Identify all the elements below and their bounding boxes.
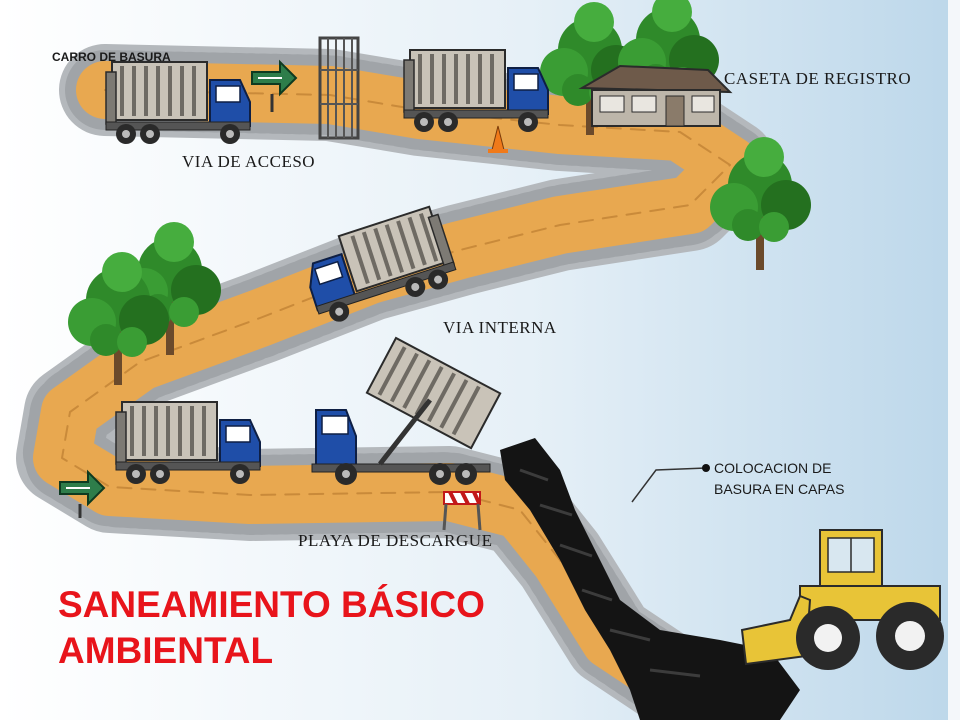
page-title: SANEAMIENTO BÁSICO AMBIENTAL [58, 582, 485, 674]
label-colocacion-line1: COLOCACION DE [714, 460, 832, 476]
garbage-layer-lines [519, 468, 701, 678]
gate-icon [318, 36, 360, 140]
garbage-slope [500, 438, 800, 720]
title-line1: SANEAMIENTO BÁSICO [58, 584, 485, 625]
bulldozer-icon [740, 529, 944, 670]
truck-icon [311, 336, 502, 485]
label-carro-de-basura: CARRO DE BASURA [52, 50, 171, 64]
label-via-interna: VIA INTERNA [443, 318, 557, 337]
label-colocacion-line2: BASURA EN CAPAS [714, 481, 845, 497]
label-caseta-de-registro: CASETA DE REGISTRO [724, 69, 912, 88]
label-colocacion-basura: COLOCACION DE BASURA EN CAPAS [714, 458, 844, 500]
barrier-icon [442, 491, 482, 531]
house-icon [578, 64, 733, 127]
traffic-cone-icon [488, 125, 508, 153]
label-playa-de-descargue: PLAYA DE DESCARGUE [298, 531, 493, 550]
title-line2: AMBIENTAL [58, 630, 274, 671]
label-pointer [631, 464, 710, 503]
right-edge-strip [948, 0, 960, 720]
arrow-sign-icon [251, 61, 297, 112]
label-via-de-acceso: VIA DE ACCESO [182, 152, 316, 171]
road-tire-tracks [61, 89, 731, 701]
arrow-sign-icon [59, 471, 105, 518]
